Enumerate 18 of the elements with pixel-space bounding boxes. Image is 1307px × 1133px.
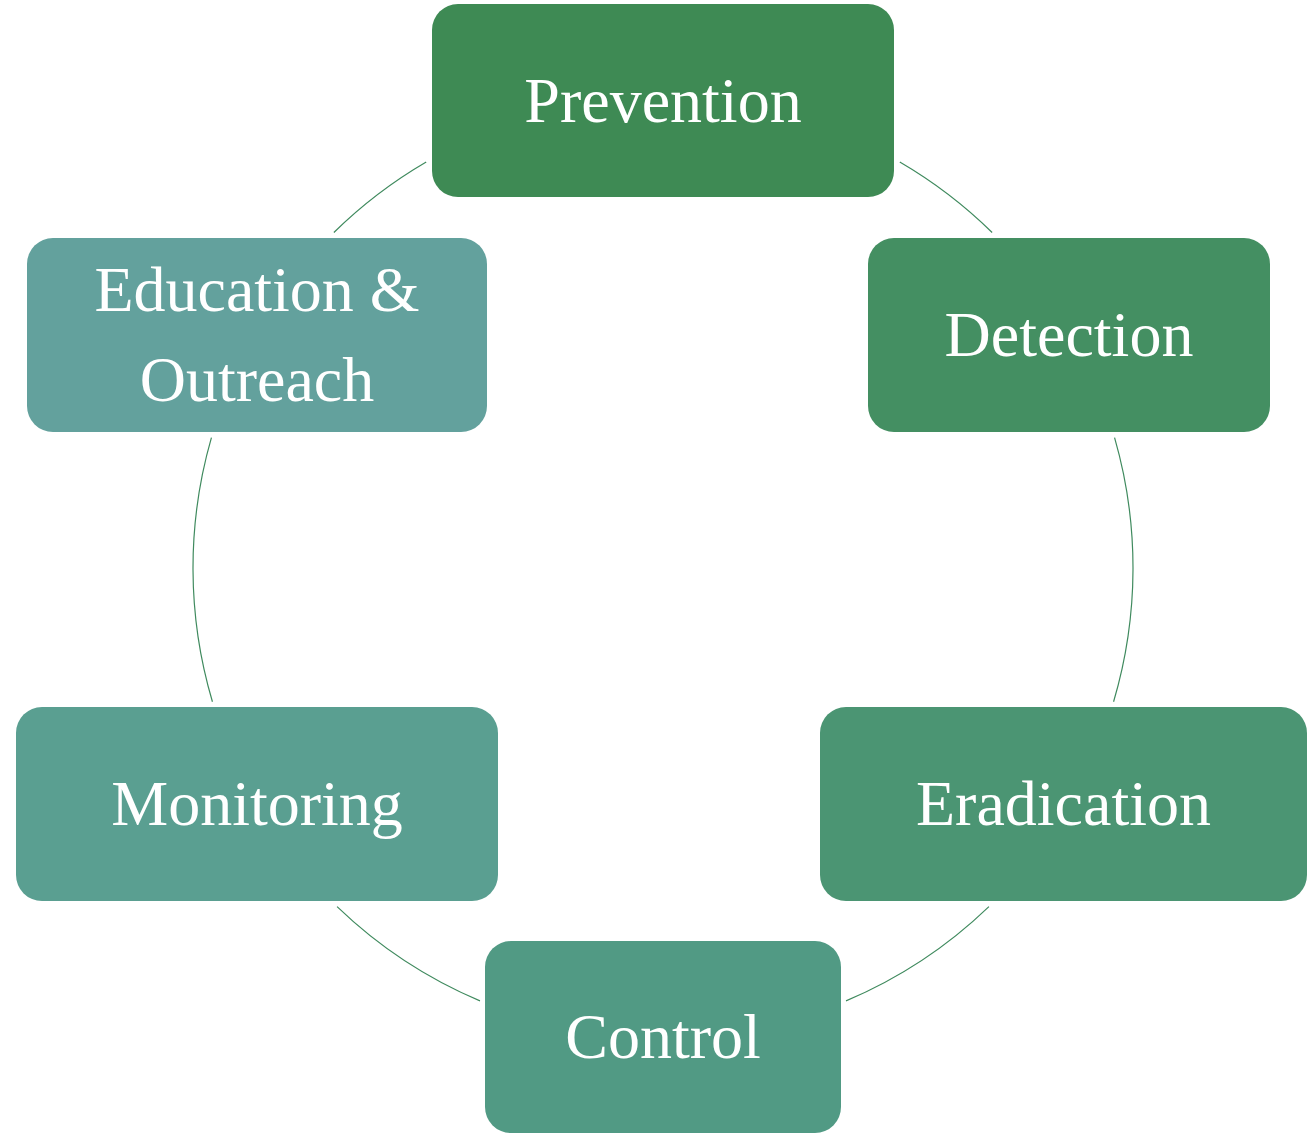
step-label: Monitoring [111,767,403,842]
process-box [432,4,894,197]
step-label: Eradication [916,767,1211,842]
step-label: Prevention [524,63,802,138]
process-box [485,941,841,1133]
process-box [868,238,1270,432]
process-box [27,238,487,432]
process-box [820,707,1307,901]
step-label: Detection [944,298,1194,373]
connector-arc [336,906,481,1002]
step-label: Education & Outreach [93,253,421,417]
connector-arc [193,437,214,703]
connector-arc [1113,437,1133,703]
process-box [16,707,498,901]
connector-arc [333,161,427,234]
step-label: Control [565,1000,761,1075]
connector-arc [899,161,993,234]
connector-arc [845,906,990,1002]
